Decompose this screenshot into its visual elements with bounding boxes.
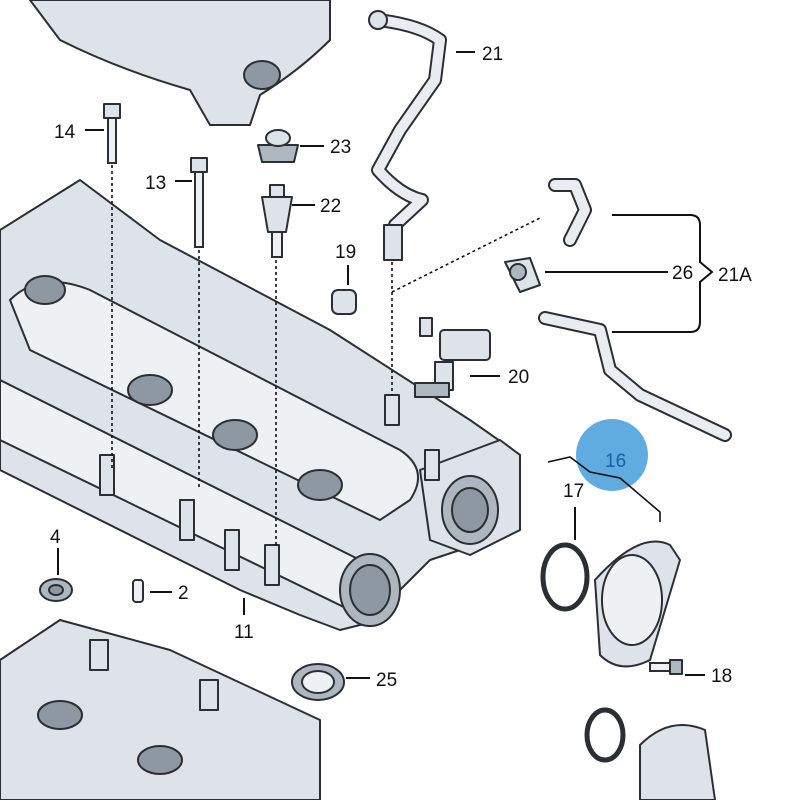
callout-26: 26 [672,263,693,284]
callout-23: 23 [330,137,351,158]
callout-labels: 14 13 23 22 19 21 20 26 21A 16 17 18 25 … [50,44,752,691]
bolt-13 [190,157,208,248]
flange-cover-16 [594,540,681,668]
bolt-18 [649,659,683,675]
callout-25: 25 [376,670,397,691]
o-ring-17 [540,542,590,612]
leader-lines [57,51,714,679]
rubber-cap-23 [257,129,299,163]
connector-26 [504,257,541,293]
valve-22 [261,184,293,258]
hose-21 [368,10,447,261]
pin-2 [132,579,144,603]
callout-21: 21 [482,44,503,65]
callout-22: 22 [320,196,341,217]
callout-18: 18 [711,666,732,687]
bolt-14 [103,103,121,164]
callout-16: 16 [605,451,626,472]
nut-4 [39,578,73,602]
sensor-20 [414,317,491,398]
sleeve-19 [331,289,357,315]
callout-19: 19 [335,242,356,263]
callout-21a: 21A [718,265,752,286]
hose-group-21a [538,178,732,442]
seal-ring-25 [291,663,345,701]
engine-cover [29,0,331,126]
lower-seal [584,707,716,800]
callout-20: 20 [508,367,529,388]
intake-manifold [0,179,521,631]
callout-11: 11 [234,622,254,643]
callout-13: 13 [145,173,166,194]
callout-17: 17 [563,481,584,502]
callout-4: 4 [50,527,61,548]
callout-2: 2 [178,583,189,604]
cylinder-head [0,619,321,800]
callout-14: 14 [54,122,76,143]
